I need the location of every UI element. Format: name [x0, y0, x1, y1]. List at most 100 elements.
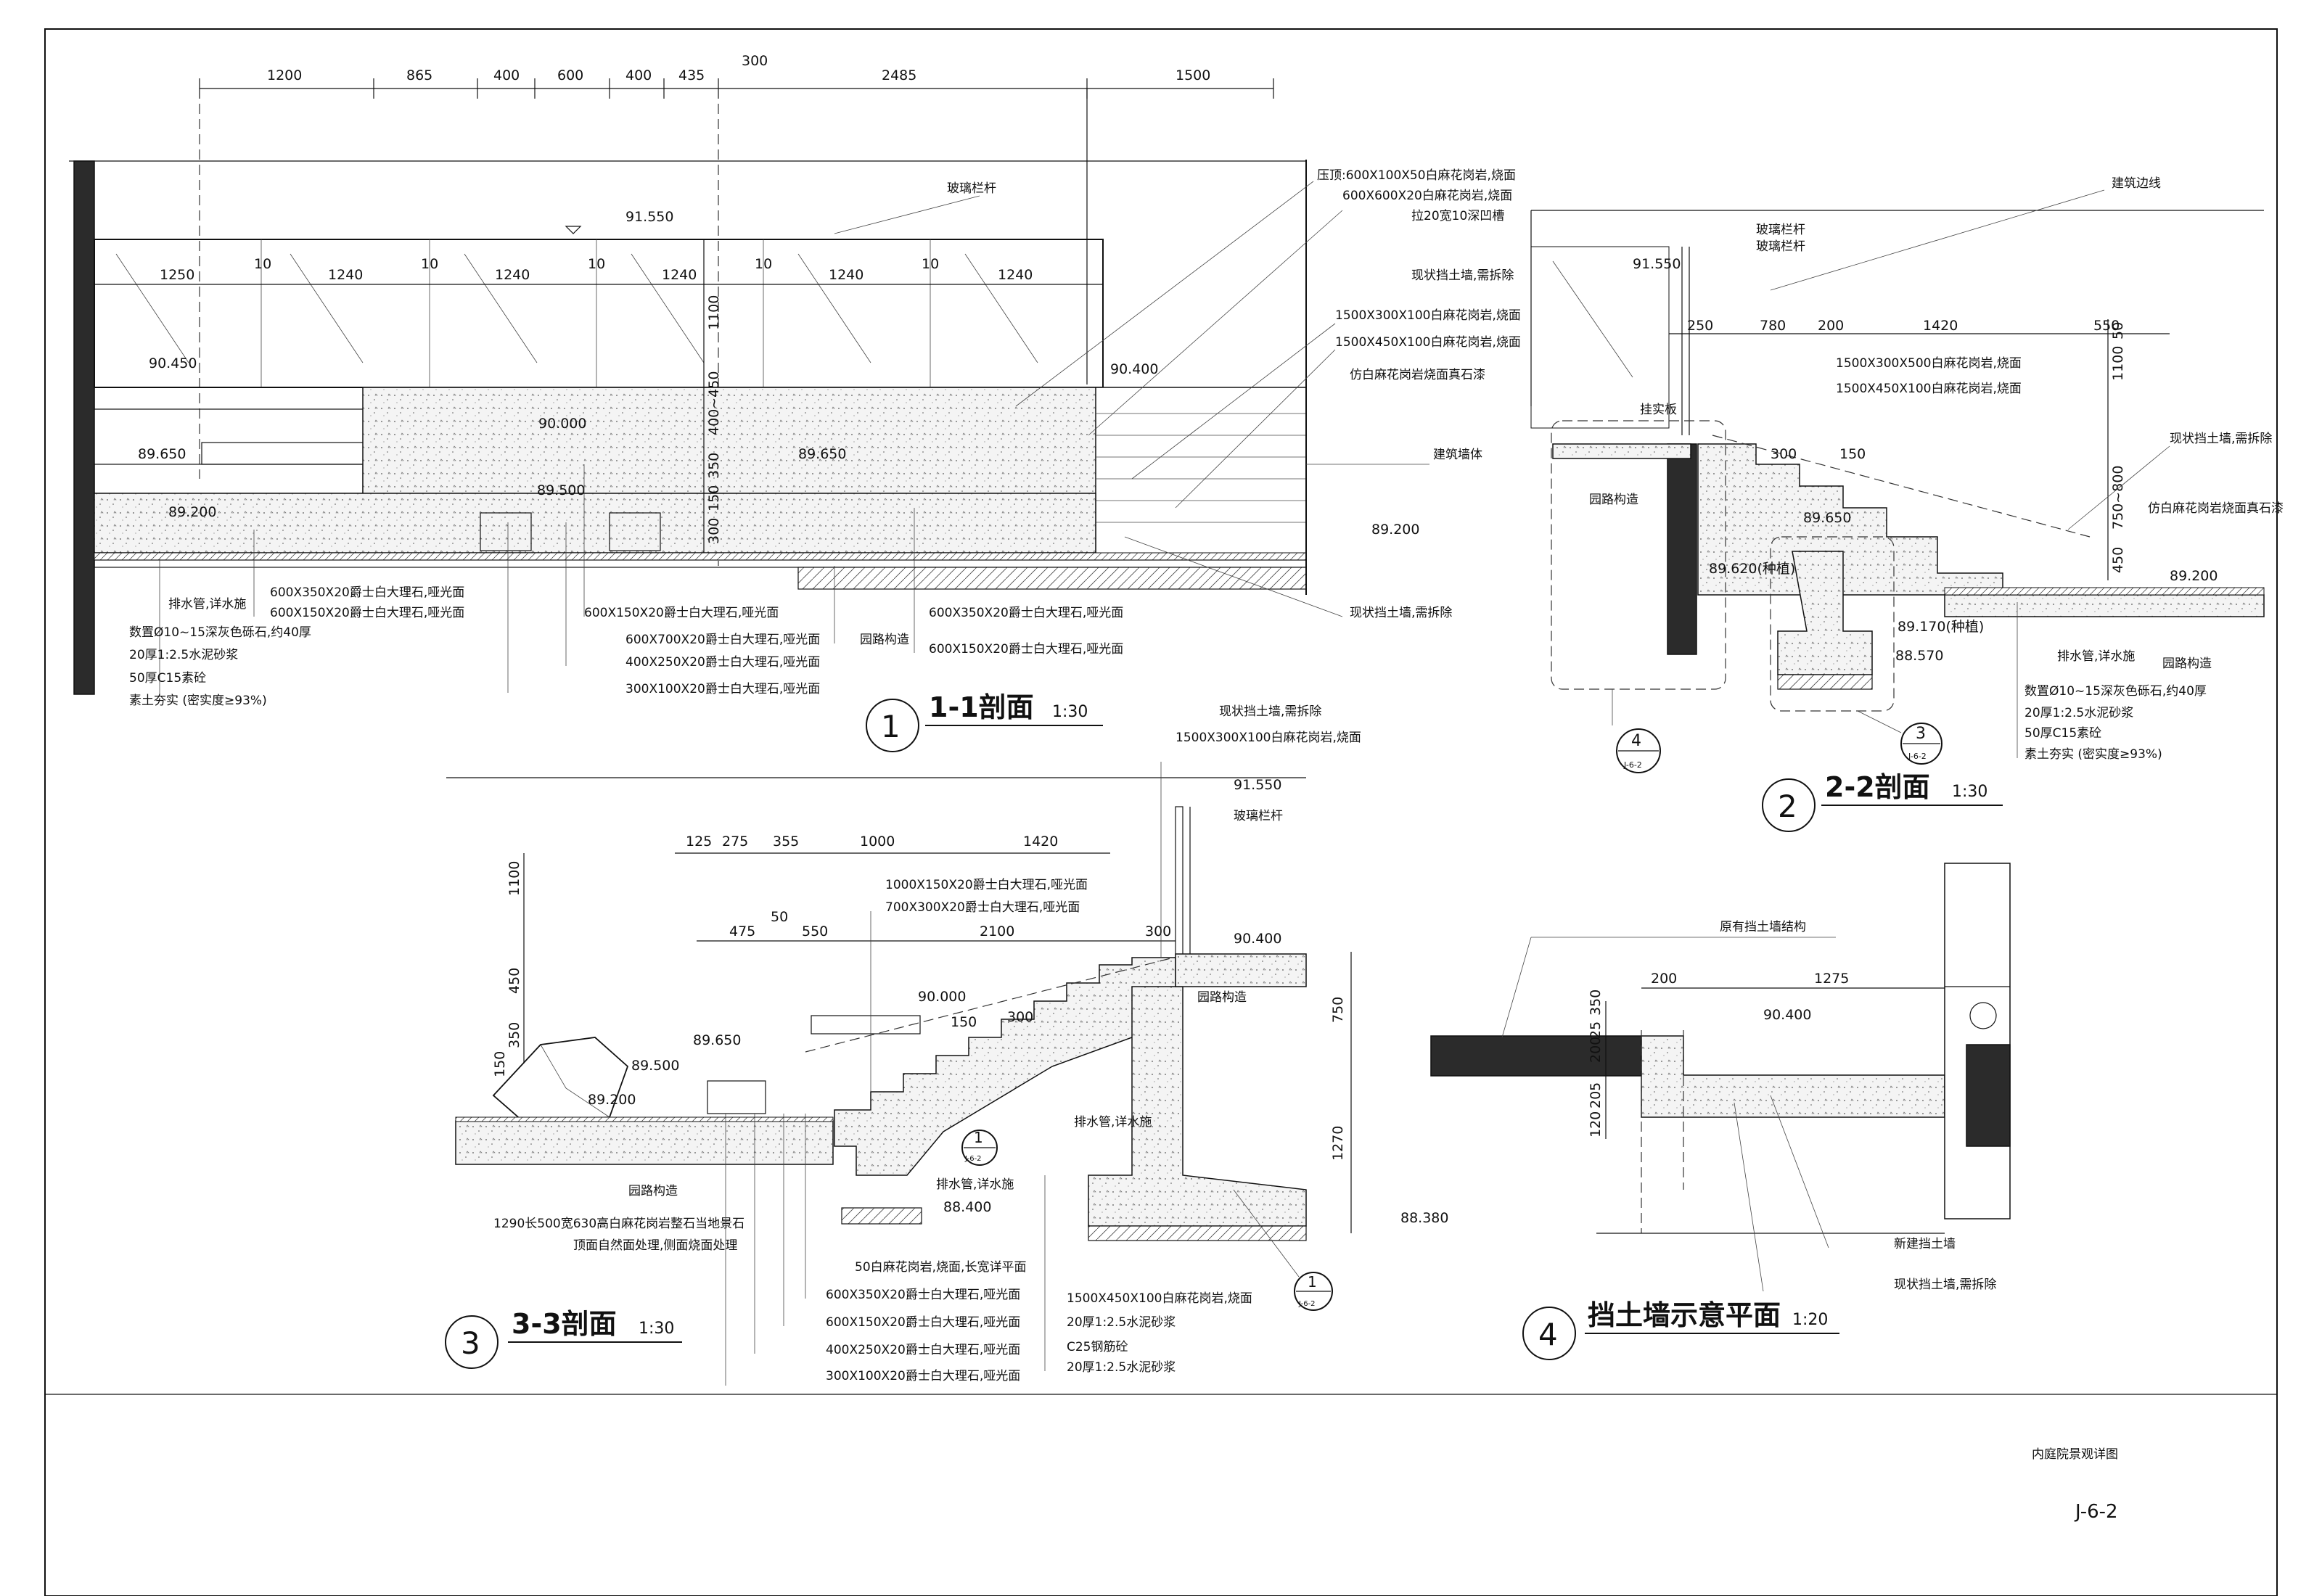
svg-text:3: 3	[461, 1325, 480, 1361]
svg-text:25: 25	[1588, 1021, 1604, 1039]
svg-text:园路构造: 园路构造	[628, 1184, 678, 1198]
panel-dim-1240-2: 1240	[495, 267, 530, 283]
svg-text:50白麻花岗岩,烧面,长宽详平面: 50白麻花岗岩,烧面,长宽详平面	[855, 1260, 1026, 1275]
svg-text:89.650: 89.650	[1803, 510, 1851, 526]
callout-1-right: 1 J-6-2	[1233, 1189, 1333, 1311]
section-1-title: 1 1-1剖面 1:30	[866, 691, 1103, 752]
dim-600: 600	[557, 67, 583, 83]
svg-text:1270: 1270	[1330, 1126, 1346, 1161]
svg-text:1:20: 1:20	[1792, 1311, 1828, 1329]
dim-400a: 400	[493, 67, 520, 83]
svg-text:88.570: 88.570	[1895, 648, 1943, 664]
svg-text:600X600X20白麻花岗岩,烧面: 600X600X20白麻花岗岩,烧面	[1342, 189, 1512, 203]
svg-text:1: 1	[881, 709, 901, 744]
svg-text:600X700X20爵士白大理石,哑光面: 600X700X20爵士白大理石,哑光面	[625, 633, 820, 647]
svg-text:20厚1:2.5水泥砂浆: 20厚1:2.5水泥砂浆	[2024, 706, 2133, 720]
svg-text:拉20宽10深凹槽: 拉20宽10深凹槽	[1411, 209, 1504, 223]
svg-text:2100: 2100	[980, 924, 1014, 939]
svg-text:仿白麻花岗岩烧面真石漆: 仿白麻花岗岩烧面真石漆	[1350, 368, 1485, 382]
svg-text:数置Ø10~15深灰色砾石,约40厚: 数置Ø10~15深灰色砾石,约40厚	[129, 625, 311, 640]
panel-gap: 10	[755, 256, 772, 272]
svg-text:750~800: 750~800	[2110, 466, 2126, 530]
svg-text:排水管,详水施: 排水管,详水施	[168, 597, 246, 612]
section-2-2: 250 780 200 1420 550 50 1100 750~800 450…	[1530, 176, 2284, 832]
panel-dim-1240-3: 1240	[662, 267, 697, 283]
svg-text:现状挡土墙,需拆除: 现状挡土墙,需拆除	[1350, 606, 1452, 620]
svg-text:数置Ø10~15深灰色砾石,约40厚: 数置Ø10~15深灰色砾石,约40厚	[2024, 684, 2207, 699]
svg-text:88.380: 88.380	[1400, 1210, 1448, 1226]
svg-text:600X150X20爵士白大理石,哑光面: 600X150X20爵士白大理石,哑光面	[584, 606, 779, 620]
sheet-border	[44, 28, 2278, 1596]
svg-text:1100: 1100	[2110, 346, 2126, 381]
svg-text:1: 1	[1308, 1273, 1317, 1291]
svg-text:现状挡土墙,需拆除: 现状挡土墙,需拆除	[1411, 268, 1514, 283]
svg-text:89.200: 89.200	[588, 1092, 636, 1108]
svg-text:300X100X20爵士白大理石,哑光面: 300X100X20爵士白大理石,哑光面	[625, 682, 820, 696]
svg-text:450: 450	[506, 968, 522, 994]
svg-text:仿白麻花岗岩烧面真石漆: 仿白麻花岗岩烧面真石漆	[2148, 501, 2284, 516]
callout-1-mid: 1 J-6-2	[961, 1129, 998, 1166]
dim2-200: 200	[1818, 318, 1844, 334]
svg-text:275: 275	[722, 834, 748, 850]
dim-1200: 1200	[267, 67, 302, 83]
svg-text:20厚1:2.5水泥砂浆: 20厚1:2.5水泥砂浆	[1067, 1315, 1176, 1330]
panel-dim-1240-4: 1240	[829, 267, 863, 283]
drawing-number: J-6-2	[2074, 1501, 2118, 1523]
svg-text:450: 450	[2110, 547, 2126, 573]
svg-text:玻璃栏杆: 玻璃栏杆	[1756, 239, 1805, 254]
dim-2485: 2485	[882, 67, 916, 83]
dim-400b: 400	[625, 67, 652, 83]
elev-89650b: 89.650	[798, 446, 846, 462]
callout-4: 4 J-6-2	[1612, 689, 1661, 773]
svg-text:顶面自然面处理,侧面烧面处理: 顶面自然面处理,侧面烧面处理	[573, 1238, 737, 1253]
svg-text:1500X300X100白麻花岗岩,烧面: 1500X300X100白麻花岗岩,烧面	[1176, 731, 1361, 745]
svg-text:1100: 1100	[506, 861, 522, 896]
existing-wall	[1430, 1035, 1642, 1077]
svg-text:新建挡土墙: 新建挡土墙	[1894, 1237, 1956, 1251]
svg-text:玻璃栏杆: 玻璃栏杆	[1234, 809, 1283, 823]
new-retaining-wall	[1641, 1035, 1945, 1118]
elev-89200a: 89.200	[168, 504, 216, 520]
svg-text:排水管,详水施: 排水管,详水施	[936, 1177, 1014, 1192]
dim2-250: 250	[1687, 318, 1713, 334]
svg-text:素土夯实 (密实度≥93%): 素土夯实 (密实度≥93%)	[129, 694, 267, 708]
elev-90000: 90.000	[538, 416, 586, 432]
dim-1500: 1500	[1176, 67, 1210, 83]
svg-text:50厚C15素砼: 50厚C15素砼	[129, 671, 206, 686]
svg-text:600X350X20爵士白大理石,哑光面: 600X350X20爵士白大理石,哑光面	[826, 1288, 1020, 1302]
svg-text:89.620(种植): 89.620(种植)	[1709, 561, 1795, 577]
svg-text:1275: 1275	[1814, 971, 1849, 987]
svg-text:1000X150X20爵士白大理石,哑光面: 1000X150X20爵士白大理石,哑光面	[885, 878, 1088, 892]
svg-text:89.650: 89.650	[693, 1032, 741, 1048]
svg-text:355: 355	[773, 834, 799, 850]
svg-text:750: 750	[1330, 997, 1346, 1023]
svg-text:89.500: 89.500	[631, 1058, 679, 1074]
svg-text:排水管,详水施: 排水管,详水施	[1074, 1115, 1152, 1130]
svg-text:2: 2	[1778, 789, 1797, 824]
svg-text:1000: 1000	[860, 834, 895, 850]
svg-text:3-3剖面: 3-3剖面	[512, 1308, 617, 1340]
svg-text:1: 1	[974, 1129, 983, 1146]
svg-text:现状挡土墙,需拆除: 现状挡土墙,需拆除	[1894, 1278, 1996, 1292]
svg-text:2-2剖面: 2-2剖面	[1825, 771, 1930, 803]
elev-90400: 90.400	[1110, 361, 1158, 377]
svg-text:50厚C15素砼: 50厚C15素砼	[2024, 726, 2101, 741]
svg-text:J-6-2: J-6-2	[1298, 1300, 1316, 1308]
panel-dim-1240-5: 1240	[998, 267, 1033, 283]
svg-text:玻璃栏杆: 玻璃栏杆	[947, 181, 996, 196]
elev-89200b: 89.200	[1371, 522, 1419, 538]
callout-3: 3 J-6-2	[1857, 710, 1942, 765]
section-1-1: 1200 865 400 600 400 435 300 2485 1500 1…	[69, 53, 1521, 752]
svg-text:1500X300X500白麻花岗岩,烧面: 1500X300X500白麻花岗岩,烧面	[1836, 356, 2022, 371]
section-1-notes-top: 玻璃栏杆 压顶:600X100X50白麻花岗岩,烧面 600X600X20白麻花…	[834, 168, 1521, 509]
svg-text:300: 300	[1007, 1009, 1033, 1025]
svg-text:600X150X20爵士白大理石,哑光面: 600X150X20爵士白大理石,哑光面	[826, 1315, 1020, 1330]
svg-text:91.550: 91.550	[1234, 777, 1281, 793]
svg-text:C25钢筋砼: C25钢筋砼	[1067, 1340, 1128, 1354]
section-2-title: 2 2-2剖面 1:30	[1762, 771, 2003, 832]
section-4-plan: 200 1275 350 25 200 205 120 90.400 原有挡土墙…	[1430, 863, 2011, 1360]
panel-gap: 10	[254, 256, 271, 272]
svg-text:90.400: 90.400	[1234, 931, 1281, 947]
elev-91550: 91.550	[625, 209, 673, 225]
svg-text:91.550: 91.550	[1633, 256, 1681, 272]
